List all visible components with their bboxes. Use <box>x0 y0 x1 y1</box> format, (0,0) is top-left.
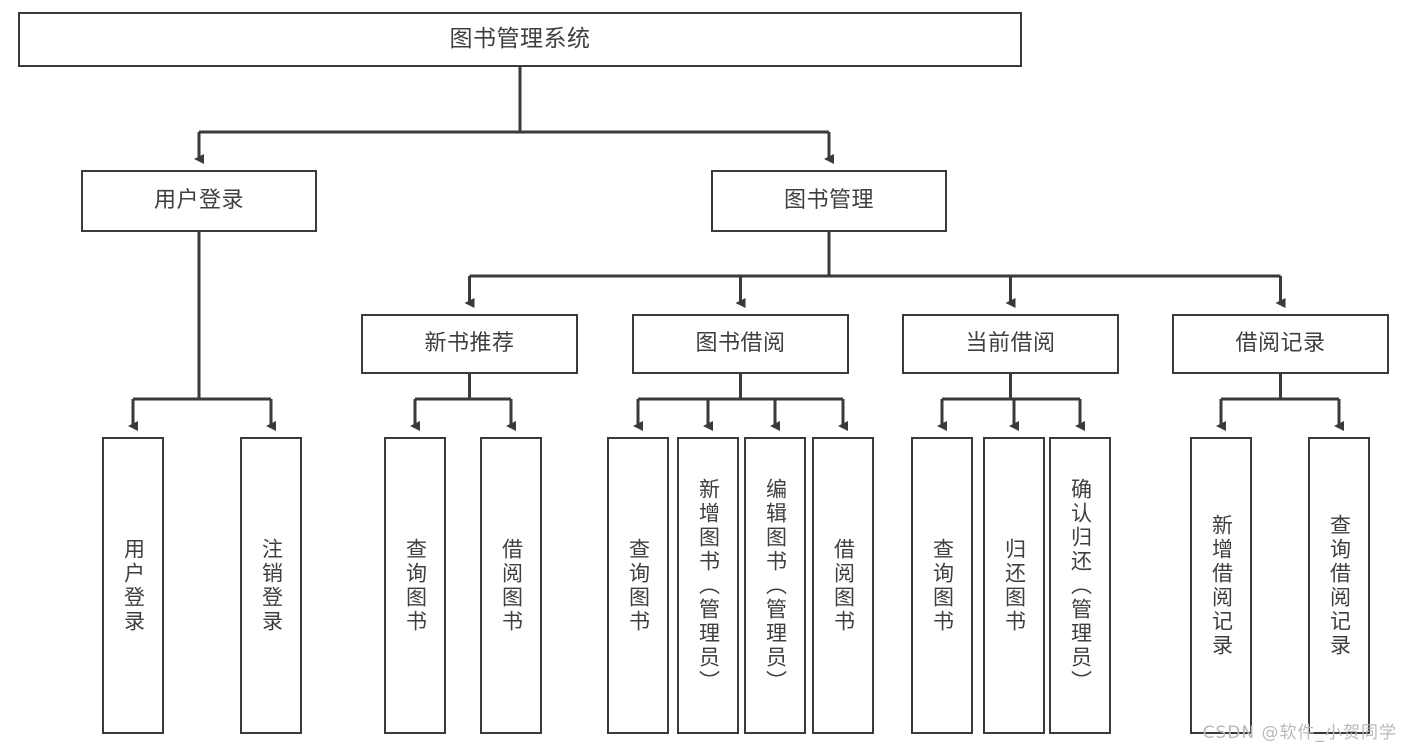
node-label: 图书管理 <box>783 188 874 214</box>
node-label: 借阅图书 <box>499 537 524 634</box>
node-label: 归还图书 <box>1002 537 1027 634</box>
node-user-login-module[interactable]: 用户登录 <box>81 170 317 232</box>
node-label: 图书借阅 <box>695 331 786 357</box>
node-label: 查询借阅记录 <box>1327 513 1352 658</box>
node-leaf-confirm-return-admin[interactable]: 确认归还（管理员） <box>1049 437 1111 734</box>
node-leaf-add-borrow-record[interactable]: 新增借阅记录 <box>1190 437 1252 734</box>
node-label: 借阅记录 <box>1235 331 1326 357</box>
node-label: 编辑图书（管理员） <box>763 477 788 694</box>
node-leaf-borrow-book[interactable]: 借阅图书 <box>812 437 874 734</box>
node-label: 用户登录 <box>121 537 146 634</box>
node-book-management-module[interactable]: 图书管理 <box>711 170 947 232</box>
node-leaf-add-book-admin[interactable]: 新增图书（管理员） <box>677 437 739 734</box>
node-leaf-query-book[interactable]: 查询图书 <box>607 437 669 734</box>
node-label: 图书管理系统 <box>449 26 591 53</box>
node-leaf-query-book-current[interactable]: 查询图书 <box>911 437 973 734</box>
watermark: CSDN @软件_小贺同学 <box>1202 723 1397 743</box>
node-leaf-query-book-rec[interactable]: 查询图书 <box>384 437 446 734</box>
node-label: 确认归还（管理员） <box>1068 477 1093 694</box>
node-current-borrow[interactable]: 当前借阅 <box>902 314 1119 374</box>
node-label: 查询图书 <box>626 537 651 634</box>
node-leaf-query-borrow-record[interactable]: 查询借阅记录 <box>1308 437 1370 734</box>
node-leaf-return-book[interactable]: 归还图书 <box>983 437 1045 734</box>
node-borrow-records[interactable]: 借阅记录 <box>1172 314 1389 374</box>
node-book-borrow[interactable]: 图书借阅 <box>632 314 849 374</box>
node-new-book-recommend[interactable]: 新书推荐 <box>361 314 578 374</box>
node-label: 当前借阅 <box>965 331 1056 357</box>
node-leaf-borrow-book-rec[interactable]: 借阅图书 <box>480 437 542 734</box>
node-label: 注销登录 <box>259 537 284 634</box>
node-label: 新书推荐 <box>424 331 515 357</box>
node-label: 借阅图书 <box>831 537 856 634</box>
node-label: 用户登录 <box>153 188 244 214</box>
node-root[interactable]: 图书管理系统 <box>18 12 1022 67</box>
node-leaf-logout[interactable]: 注销登录 <box>240 437 302 734</box>
node-label: 查询图书 <box>930 537 955 634</box>
node-label: 查询图书 <box>403 537 428 634</box>
node-label: 新增图书（管理员） <box>696 477 721 694</box>
node-label: 新增借阅记录 <box>1209 513 1234 658</box>
node-leaf-edit-book-admin[interactable]: 编辑图书（管理员） <box>744 437 806 734</box>
node-leaf-user-login[interactable]: 用户登录 <box>102 437 164 734</box>
